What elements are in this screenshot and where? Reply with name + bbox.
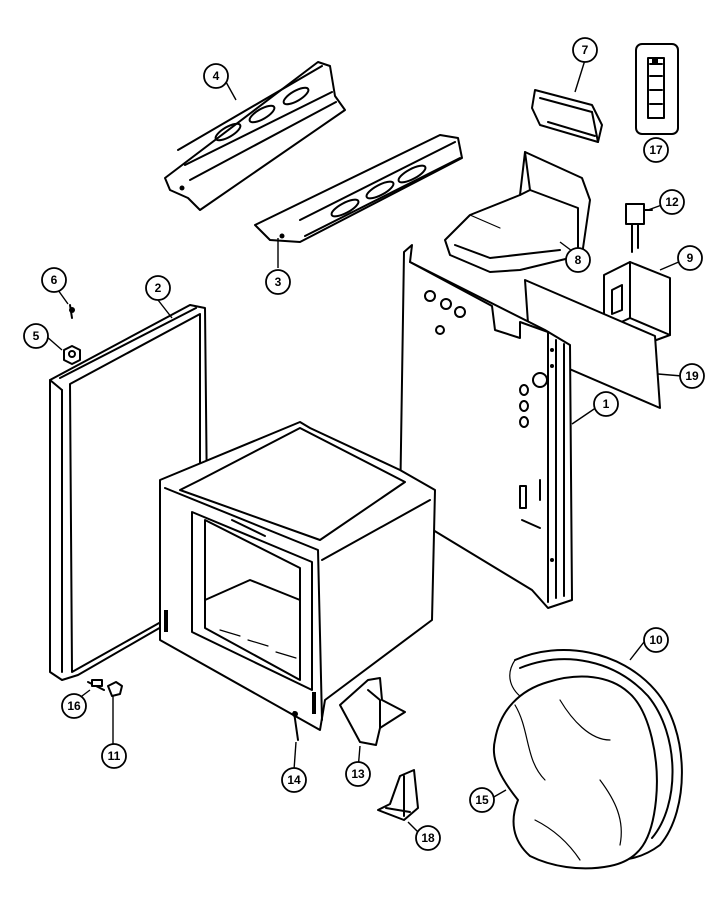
callout-18: 18 [415, 825, 441, 851]
svg-text:18: 18 [421, 831, 435, 845]
callout-14: 14 [281, 767, 307, 793]
svg-text:15: 15 [475, 793, 489, 807]
callout-7: 7 [572, 37, 598, 63]
oven-cavity [159, 421, 436, 731]
part-13-hinge [339, 677, 406, 746]
part-14-screw [292, 711, 299, 741]
callout-11: 11 [101, 743, 127, 769]
part-16-clip-left [87, 679, 105, 691]
part-7-cover [531, 89, 603, 143]
svg-text:1: 1 [603, 397, 610, 411]
svg-text:12: 12 [665, 195, 679, 209]
part-1-side-panel [399, 244, 573, 609]
callout-8: 8 [565, 247, 591, 273]
svg-text:17: 17 [649, 143, 663, 157]
part-11-nut [107, 681, 123, 697]
part-12-switch [625, 203, 653, 253]
callout-5: 5 [23, 323, 49, 349]
svg-text:13: 13 [351, 767, 365, 781]
svg-text:7: 7 [582, 43, 589, 57]
svg-text:14: 14 [287, 773, 301, 787]
svg-text:16: 16 [67, 699, 81, 713]
callout-4: 4 [203, 63, 229, 89]
part-6-screw [69, 304, 75, 319]
svg-text:5: 5 [33, 329, 40, 343]
callout-19: 19 [679, 363, 705, 389]
svg-text:2: 2 [155, 281, 162, 295]
svg-text:6: 6 [51, 273, 58, 287]
callout-6: 6 [41, 267, 67, 293]
callout-9: 9 [677, 245, 703, 271]
svg-text:11: 11 [108, 749, 121, 763]
callout-3: 3 [265, 269, 291, 295]
part-8-duct [444, 151, 591, 273]
callout-1: 1 [593, 391, 619, 417]
svg-text:4: 4 [213, 69, 220, 83]
part-3-bracket [254, 134, 463, 243]
callout-16: 16 [61, 693, 87, 719]
svg-text:9: 9 [687, 251, 694, 265]
svg-text:10: 10 [649, 633, 663, 647]
callout-13: 13 [345, 761, 371, 787]
part-15-insulation [492, 675, 658, 870]
part-5-clip [63, 345, 81, 365]
svg-text:19: 19 [685, 369, 699, 383]
part-17-detail [635, 43, 679, 135]
part-18-bracket [377, 769, 419, 821]
callout-10: 10 [643, 627, 669, 653]
callout-17: 17 [643, 137, 669, 163]
svg-text:8: 8 [575, 253, 582, 267]
svg-text:3: 3 [275, 275, 282, 289]
callout-2: 2 [145, 275, 171, 301]
leader-lines [45, 59, 689, 833]
callout-15: 15 [469, 787, 495, 813]
part-4-bracket [164, 61, 346, 211]
callout-12: 12 [659, 189, 685, 215]
